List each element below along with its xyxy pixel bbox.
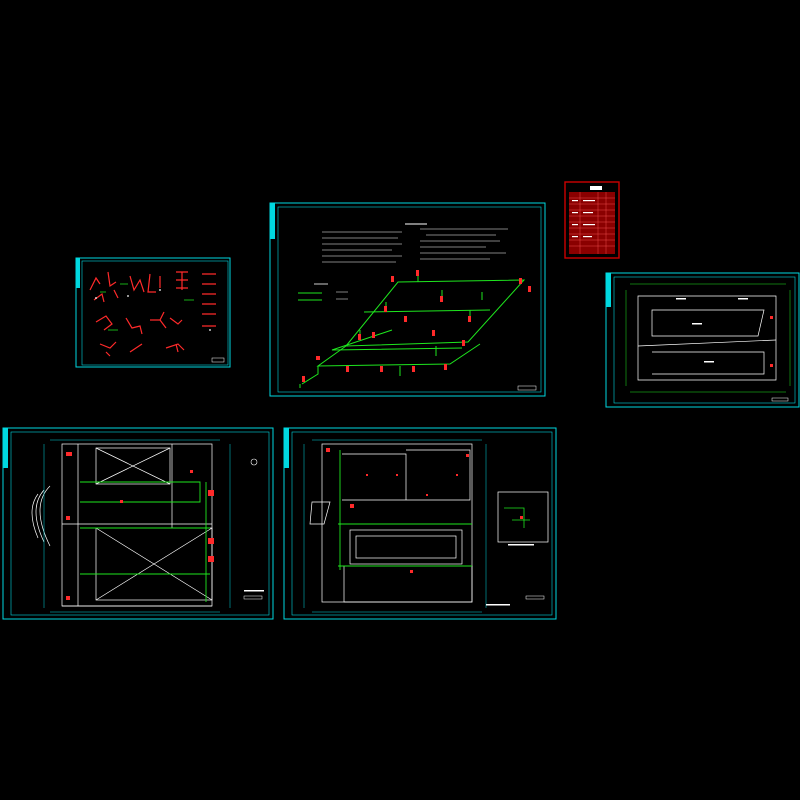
sheet-binding-strip [284,428,289,468]
sheet-binding-strip [606,273,611,307]
pipe-segments [100,283,194,331]
design-notes [322,223,508,263]
detail-inset [497,491,549,543]
material-table-icon [569,186,615,254]
sheet-inner-frame [81,260,229,366]
sheet-inner-frame [277,206,542,393]
sheet-frame [75,257,231,368]
sheet-binding-strip [270,203,275,239]
sheet-binding-strip [76,258,80,288]
sheet-binding-strip [3,428,8,468]
legend [298,283,348,301]
sheet-system-isometric[interactable] [269,202,546,397]
fixture-symbols [302,270,531,382]
sheet-inner-frame [10,431,270,616]
sheet-frame [605,272,800,408]
plan-caption [486,604,510,606]
detail-drawings-icon [89,271,216,357]
sheet-frame [564,181,620,259]
title-block [525,595,545,600]
sheet-frame [2,427,274,620]
sheet-pipe-details[interactable] [75,257,231,368]
title-block [771,397,789,402]
sheet-schedule[interactable] [564,181,620,259]
sheet-frame [269,202,546,397]
sheet-frame [283,427,557,620]
floor-plan-icon [625,283,791,393]
sheet-first-floor-plan[interactable] [2,427,274,620]
inset-caption [508,544,534,546]
north-arrow-icon [250,458,258,466]
sheet-inner-frame [613,276,796,404]
floor-plan-icon [303,439,549,613]
title-block [243,595,263,600]
title-block [517,385,537,391]
plan-caption [244,590,264,592]
sheet-inner-frame [291,431,553,616]
sheet-roof-plan[interactable] [605,272,800,408]
title-block [211,357,225,363]
floor-plan-icon [31,439,231,613]
sheet-second-floor-plan[interactable] [283,427,557,620]
